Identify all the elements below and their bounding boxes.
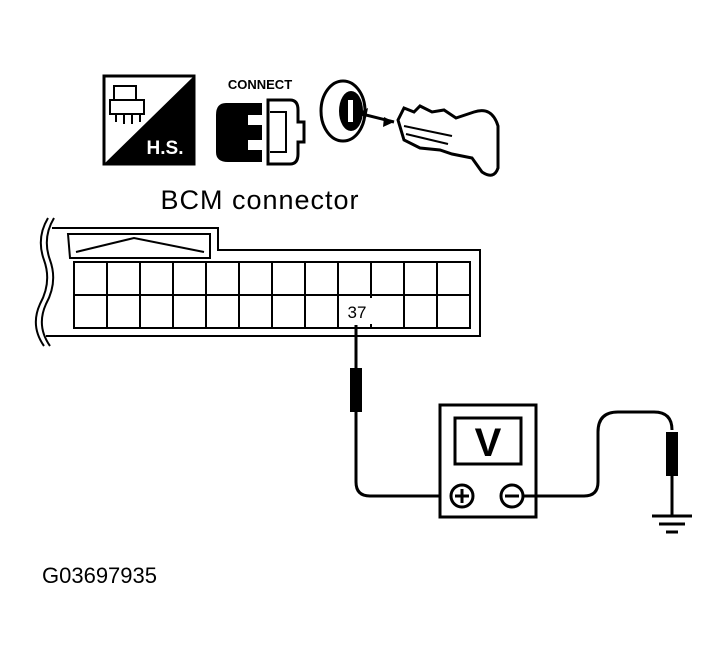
positive-test-lead xyxy=(350,325,450,498)
connector-cavity xyxy=(436,294,471,329)
connector-connect-icon: CONNECT xyxy=(216,77,306,166)
connector-cavity xyxy=(73,294,108,329)
connector-title: BCM connector xyxy=(160,185,359,215)
connector-cavity xyxy=(205,261,240,296)
connector-cavity-grid xyxy=(73,261,471,329)
ground-icon xyxy=(652,514,692,534)
connector-cavity xyxy=(106,261,141,296)
connector-cavity xyxy=(139,294,174,329)
connector-cavity xyxy=(337,261,372,296)
negative-test-lead xyxy=(523,410,678,516)
ignition-key-icon xyxy=(319,79,500,177)
connector-cavity xyxy=(238,261,273,296)
negative-terminal-icon xyxy=(499,483,525,509)
connector-cavity xyxy=(370,294,405,329)
positive-terminal-icon xyxy=(449,483,475,509)
connector-cavity xyxy=(403,261,438,296)
connector-cavity xyxy=(304,294,339,329)
connector-cavity xyxy=(106,294,141,329)
harness-side-icon: H.S. xyxy=(102,74,196,166)
connector-cavity xyxy=(271,261,306,296)
connector-cavity xyxy=(73,261,108,296)
figure-code: G03697935 xyxy=(42,563,157,588)
connector-cavity xyxy=(436,261,471,296)
connector-cavity xyxy=(238,294,273,329)
connector-cavity xyxy=(370,261,405,296)
bcm-connector: 37 xyxy=(34,217,481,347)
connector-cavity xyxy=(403,294,438,329)
connector-cavity xyxy=(172,294,207,329)
connector-cavity xyxy=(139,261,174,296)
meter-display: V xyxy=(475,421,502,465)
connector-cavity xyxy=(271,294,306,329)
voltmeter: V xyxy=(438,403,538,519)
pin-number-label: 37 xyxy=(348,303,367,322)
connector-cavity xyxy=(304,261,339,296)
connector-cavity xyxy=(172,261,207,296)
connector-cavity xyxy=(205,294,240,329)
connect-label: CONNECT xyxy=(228,77,292,92)
harness-side-label: H.S. xyxy=(147,138,184,159)
